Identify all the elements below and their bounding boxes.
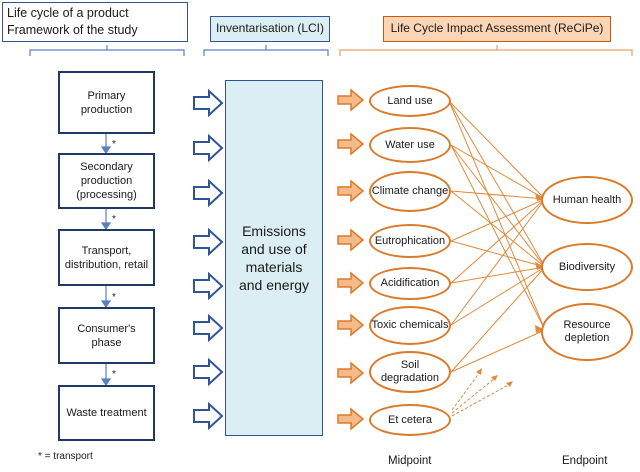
transport-marker: * (112, 139, 116, 150)
stage-primary-production: Primary production (58, 71, 155, 134)
midpoint-endpoint-links (448, 100, 546, 373)
midpoint-input-arrow (337, 313, 365, 337)
endpoint-resource-depletion: Resource depletion (541, 303, 633, 361)
lci-bracket (203, 45, 329, 56)
endpoint-axis-label: Endpoint (562, 455, 608, 467)
midpoint-input-arrow (337, 361, 365, 385)
midpoint-input-arrow (337, 179, 365, 203)
midpoint-input-arrow (337, 228, 365, 252)
endpoint-human-health: Human health (541, 176, 633, 224)
endpoint-biodiversity: Biodiversity (541, 243, 633, 291)
link-arrowhead (535, 325, 545, 333)
stage-arrow (100, 300, 112, 309)
midpoint-soil-degradation: Soil degradation (369, 351, 451, 393)
lcia-bracket (339, 45, 633, 56)
midpoint-input-arrow (337, 271, 365, 295)
lci-input-arrow (193, 401, 224, 431)
stage-arrow (100, 378, 112, 387)
midpoint-axis-label: Midpoint (388, 455, 432, 467)
transport-marker: * (112, 214, 116, 225)
stage-arrow (100, 146, 112, 155)
link-arrowhead (535, 262, 545, 270)
lci-input-arrow (193, 357, 224, 387)
midpoint-land-use: Land use (369, 85, 451, 117)
footnote: * = transport (38, 451, 93, 462)
stage-secondary-production: Secondary production (processing) (58, 153, 155, 209)
stage-waste-treatment: Waste treatment (58, 385, 155, 441)
lci-input-arrow (193, 271, 224, 301)
transport-marker: * (112, 292, 116, 303)
transport-marker: * (112, 369, 116, 380)
stage-consumer-phase: Consumer's phase (58, 307, 155, 364)
midpoint-water-use: Water use (369, 127, 451, 163)
stage-arrow (100, 222, 112, 231)
lci-input-arrow (193, 313, 224, 343)
midpoint-input-arrow (337, 407, 365, 431)
lifecycle-subtitle: Framework of the study (7, 23, 138, 37)
lci-emissions-box: Emissions and use of materials and energ… (225, 80, 323, 436)
midpoint-acidification: Acidification (369, 267, 451, 300)
lci-input-arrow (193, 227, 224, 257)
lifecycle-title-box: Life cycle of a product Framework of the… (2, 2, 188, 42)
lifecycle-title: Life cycle of a product (7, 6, 129, 20)
lci-input-arrow (193, 88, 224, 118)
lci-input-arrow (193, 178, 224, 208)
stage-transport: Transport, distribution, retail (58, 229, 155, 286)
lcia-title: Life Cycle Impact Assessment (ReCiPe) (383, 16, 611, 42)
etcetera-dashed-arrows (451, 371, 511, 417)
midpoint-input-arrow (337, 88, 365, 112)
midpoint-climate-change: Climate change (369, 171, 451, 212)
midpoint-eutrophication: Eutrophication (369, 224, 451, 258)
lifecycle-bracket (29, 45, 185, 56)
midpoint-et-cetera: Et cetera (369, 404, 451, 436)
lci-title: Inventarisation (LCI) (210, 16, 330, 42)
lci-input-arrow (193, 133, 224, 163)
midpoint-toxic-chemicals: Toxic chemicals (369, 306, 451, 345)
midpoint-input-arrow (337, 132, 365, 156)
